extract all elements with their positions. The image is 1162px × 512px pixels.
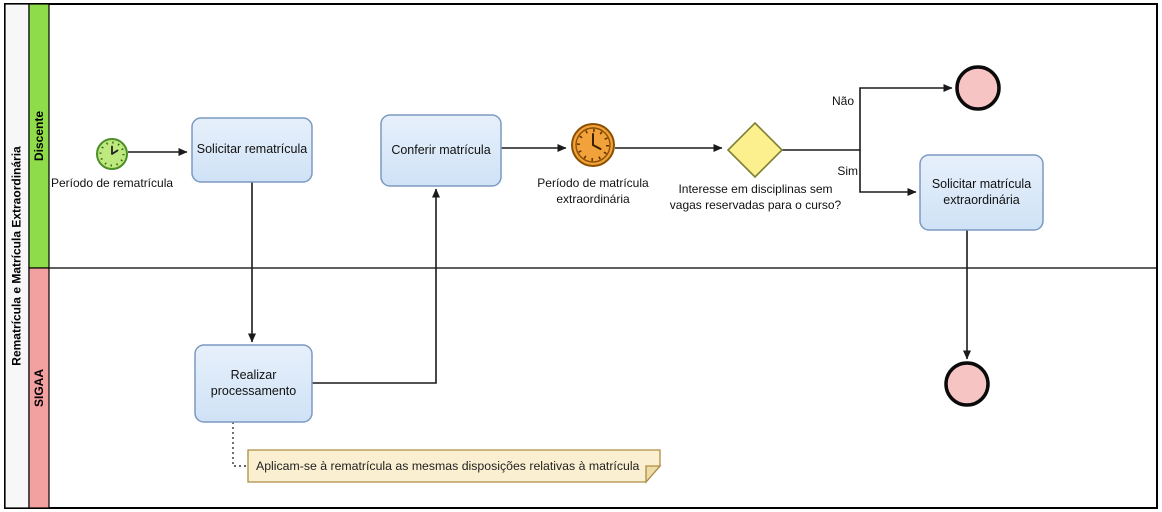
flow-gateway-sim [859,150,917,196]
flow-label-sim: Sim [837,164,858,178]
note-fold-corner [645,465,662,484]
start-event-label: Período de rematrícula [50,176,174,190]
lane-label-discente: Discente [29,4,49,268]
flow-gateway-nao [782,84,953,151]
task-realizar-processamento [194,344,313,423]
lane-sigaa-strip [28,267,50,509]
pool-title-text: Rematrícula e Matrícula Extraordinária [10,146,25,366]
lane-sigaa-text: SIGAA [32,368,47,408]
start-timer-event [96,138,128,170]
task-conferir-matricula-label: Conferir matrícula [391,142,491,157]
lane-discente-text: Discente [32,110,46,162]
end-event-sim [944,361,990,407]
intermediate-timer-label: Período de matrícula extraordinária [537,176,649,206]
lane-label-sigaa: SIGAA [29,268,49,508]
flow-processamento-to-conferir [312,188,440,384]
annotation-text: Aplicam-se à rematrícula as mesmas dispo… [256,459,640,473]
flow-label-nao: Não [831,94,854,108]
pool-title: Rematrícula e Matrícula Extraordinária [5,4,29,508]
timer-inner-circle [575,127,611,163]
annotation-note [247,449,662,484]
task-solicitar-matricula-extraordinaria [919,154,1044,231]
task-realizar-processamento-label: Realizar processamento [210,367,297,398]
task-solicitar-matricula-extraordinaria-label: Solicitar matrícula extraordinária [931,176,1032,207]
gateway-label: Interesse em disciplinas sem vagas reser… [669,182,842,212]
clock-icon [577,129,609,161]
end-event-nao [955,65,1001,111]
intermediate-timer-event [571,123,615,167]
pool-title-strip [4,3,30,509]
exclusive-gateway [726,121,784,179]
task-conferir-matricula [380,114,502,187]
task-solicitar-rematricula [191,117,313,183]
clock-icon [99,141,125,167]
task-solicitar-rematricula-label: Solicitar rematrícula [196,142,308,157]
